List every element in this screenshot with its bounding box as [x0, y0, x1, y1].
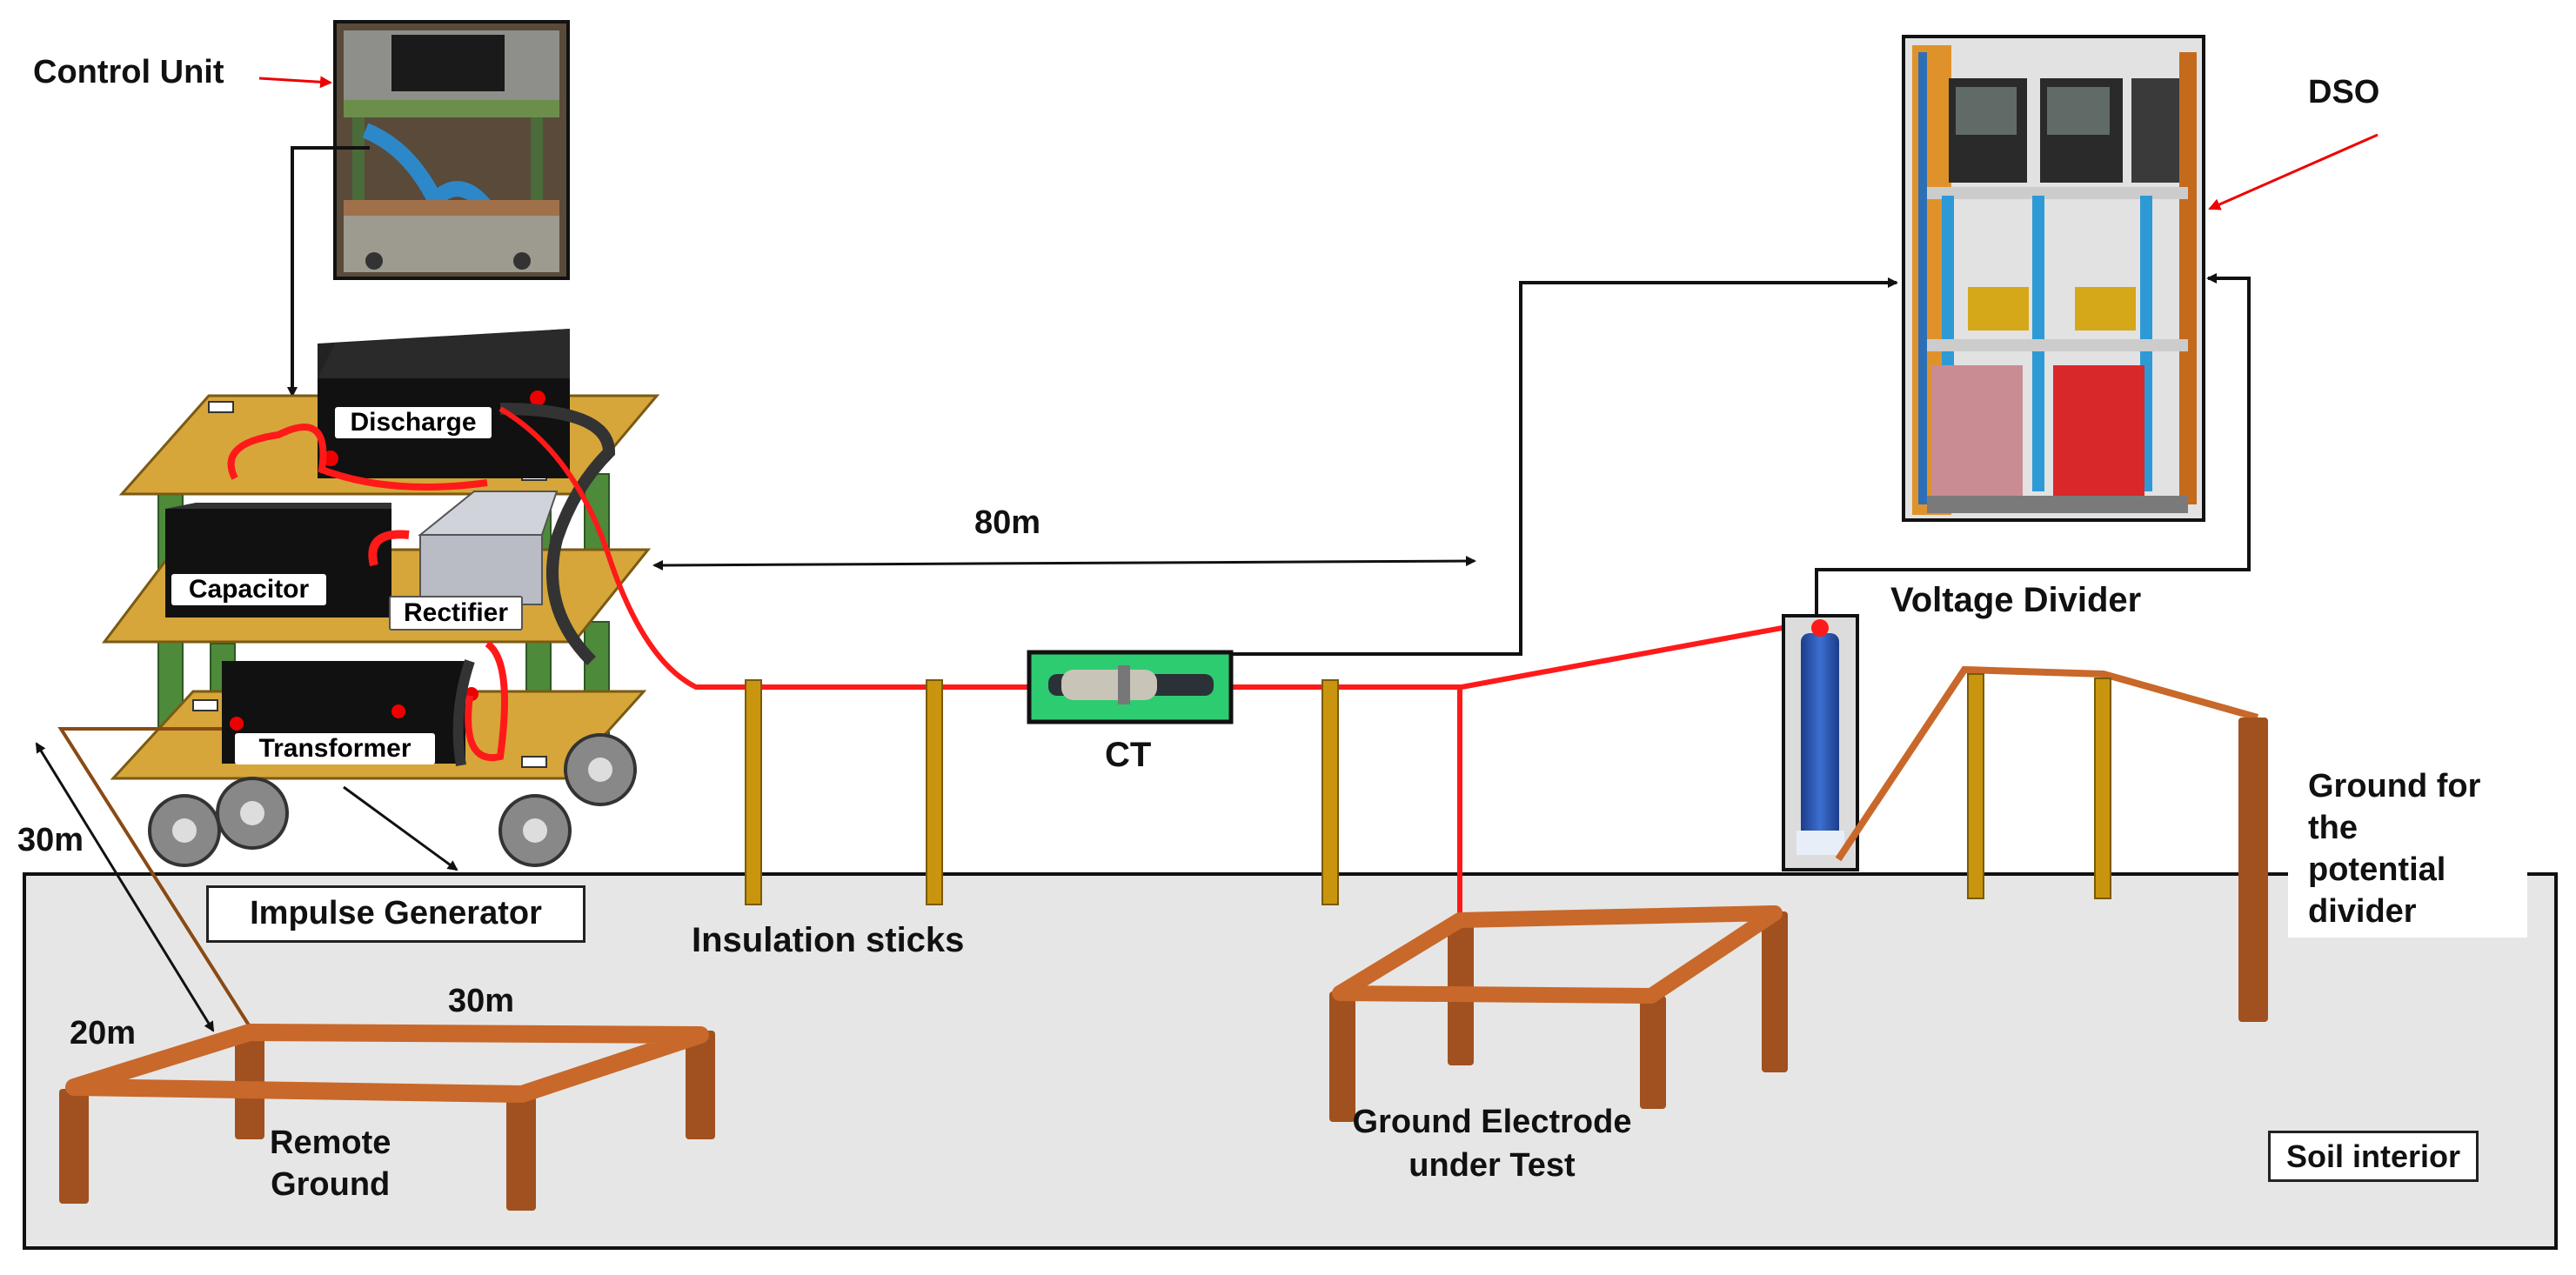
divider-ground	[1835, 665, 2268, 1022]
control-unit-photo	[333, 20, 570, 280]
ground-electrode-label: Ground Electrode under Test	[1331, 1100, 1653, 1187]
insulation-sticks	[745, 679, 1339, 905]
discharge-label: Discharge	[335, 407, 492, 438]
generator-pointer	[343, 785, 458, 871]
capacitor-label: Capacitor	[171, 574, 326, 605]
ground-for-divider-line-3: potential	[2308, 851, 2446, 888]
ground-electrode-line-1: Ground Electrode	[1352, 1104, 1632, 1140]
distance-80m-label: 80m	[974, 504, 1041, 541]
rectifier-label: Rectifier	[389, 596, 523, 631]
ground-for-divider-label: Ground for the potential divider	[2308, 765, 2480, 932]
remote-ground-label: Remote Ground	[270, 1122, 391, 1205]
distance-80m-arrow	[652, 556, 1476, 571]
ground-electrode-grid	[1329, 905, 1788, 1122]
remote-ground-lead	[57, 727, 254, 1032]
hv-cable	[498, 406, 1802, 690]
control-signal-line	[287, 146, 370, 397]
voltage-divider-label: Voltage Divider	[1890, 581, 2142, 619]
divider-signal-line	[1815, 273, 2251, 619]
ct-sensor	[1027, 650, 1234, 724]
remote-ground-grid	[59, 1024, 715, 1211]
distance-30m-side-label: 30m	[17, 822, 84, 858]
dso-photo	[1902, 35, 2205, 522]
ct-signal-line	[1227, 277, 1898, 656]
distance-30m-top-label: 30m	[448, 983, 515, 1019]
distance-20m-label: 20m	[70, 1015, 137, 1051]
remote-ground-line-1: Remote	[270, 1125, 391, 1161]
control-unit-pointer	[258, 76, 332, 89]
control-unit-label: Control Unit	[33, 54, 224, 90]
dso-pointer	[2208, 133, 2379, 210]
voltage-divider	[1782, 614, 1859, 871]
insulation-sticks-label: Insulation sticks	[692, 921, 965, 959]
transformer-label: Transformer	[235, 733, 435, 764]
ground-for-divider-line-1: Ground for	[2308, 768, 2481, 804]
remote-ground-line-2: Ground	[271, 1166, 391, 1203]
soil-interior-label: Soil interior	[2268, 1131, 2479, 1183]
distance-30m-arrow	[35, 742, 215, 1032]
ground-electrode-line-2: under Test	[1408, 1147, 1576, 1184]
ground-for-divider-line-4: divider	[2308, 893, 2417, 930]
impulse-generator-label: Impulse Generator	[206, 885, 585, 943]
dso-label: DSO	[2308, 74, 2380, 110]
ground-for-divider-line-2: the	[2308, 810, 2358, 846]
ct-label: CT	[1105, 736, 1152, 774]
